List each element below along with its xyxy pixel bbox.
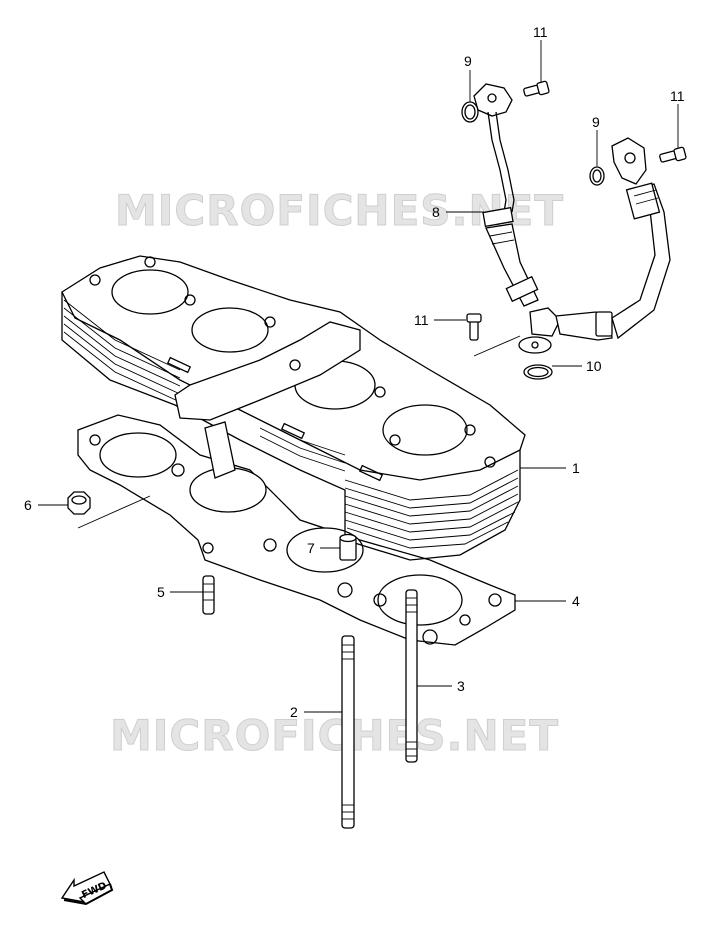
o-ring-base bbox=[523, 364, 553, 380]
callout-11-top: 11 bbox=[533, 24, 548, 40]
watermark-top: MICROFICHES.NET bbox=[115, 186, 564, 235]
leader-lines bbox=[38, 40, 679, 713]
callout-9-left: 9 bbox=[464, 53, 472, 69]
oil-hose bbox=[473, 83, 671, 354]
bolt-mid bbox=[466, 313, 521, 357]
cylinder-stud-long bbox=[341, 635, 355, 829]
cylinder-block bbox=[61, 255, 526, 561]
callout-11-mid: 11 bbox=[414, 312, 429, 328]
callout-4: 4 bbox=[572, 593, 580, 609]
callout-3: 3 bbox=[457, 678, 465, 694]
bolt-top bbox=[523, 80, 550, 97]
cylinder-stud bbox=[405, 589, 418, 763]
short-stud bbox=[202, 575, 215, 615]
watermark-bottom: MICROFICHES.NET bbox=[110, 711, 559, 760]
callout-7: 7 bbox=[307, 540, 315, 556]
o-ring-right bbox=[589, 166, 605, 186]
dowel-pin bbox=[339, 533, 357, 561]
cylinder-base-gasket bbox=[77, 414, 516, 646]
callout-5: 5 bbox=[157, 584, 165, 600]
callout-2: 2 bbox=[290, 704, 298, 720]
callout-10: 10 bbox=[586, 358, 602, 374]
callout-6: 6 bbox=[24, 497, 32, 513]
callout-8: 8 bbox=[432, 204, 440, 220]
callout-1: 1 bbox=[572, 460, 580, 476]
bolt-right bbox=[659, 146, 687, 163]
callout-11-right: 11 bbox=[670, 88, 685, 104]
o-ring-left bbox=[461, 101, 479, 123]
callout-9-right: 9 bbox=[592, 114, 600, 130]
nut bbox=[67, 491, 151, 529]
forward-arrow-icon: FWD bbox=[60, 871, 114, 906]
